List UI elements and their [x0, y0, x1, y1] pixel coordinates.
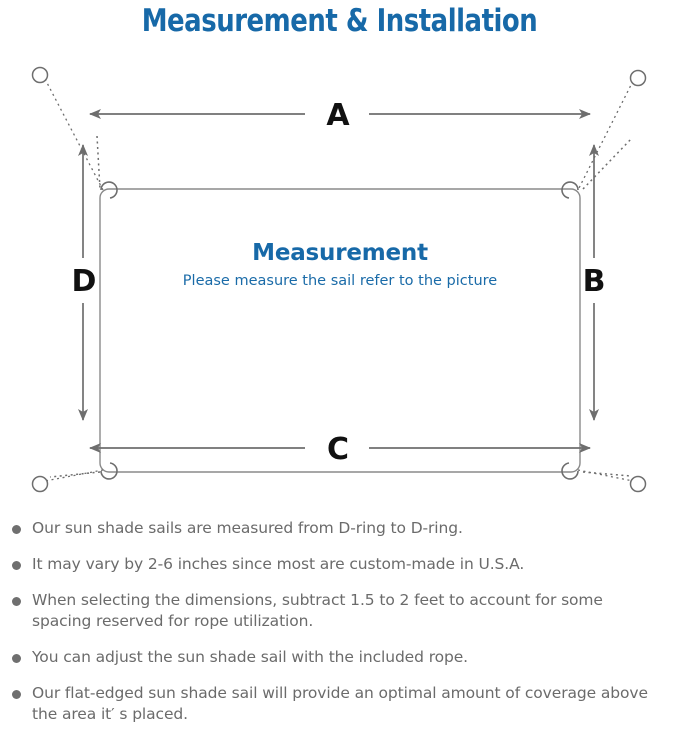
page-title: Measurement & Installation — [141, 3, 538, 39]
bullet-icon — [12, 654, 21, 663]
note-text: Our flat-edged sun shade sail will provi… — [32, 684, 648, 723]
dimension-label-c: C — [327, 432, 349, 467]
list-item: You can adjust the sun shade sail with t… — [0, 647, 679, 668]
rope-top-right — [582, 137, 633, 190]
note-text: When selecting the dimensions, subtract … — [32, 591, 603, 630]
sun-shade-sail-measurement-diagram: A C D B — [31, 66, 647, 493]
rope-bottom-right — [582, 471, 632, 477]
note-text: Our sun shade sails are measured from D-… — [32, 519, 463, 537]
list-item: When selecting the dimensions, subtract … — [0, 590, 679, 632]
sail-body — [99, 188, 581, 473]
rope-run-bottom-left — [44, 469, 104, 482]
list-item: It may vary by 2-6 inches since most are… — [0, 554, 679, 575]
anchor-top-left — [31, 66, 49, 84]
anchor-bottom-right — [629, 475, 647, 493]
anchor-top-right — [629, 69, 647, 87]
d-ring-bottom-right — [561, 462, 579, 480]
note-text: It may vary by 2-6 inches since most are… — [32, 555, 525, 573]
notes-list: Our sun shade sails are measured from D-… — [0, 518, 679, 740]
list-item: Our sun shade sails are measured from D-… — [0, 518, 679, 539]
anchor-bottom-left — [31, 475, 49, 493]
bullet-icon — [12, 597, 21, 606]
dimension-label-b: B — [583, 264, 606, 299]
rope-run-bottom-right — [577, 469, 634, 482]
note-text: You can adjust the sun shade sail with t… — [32, 648, 469, 666]
d-ring-bottom-left — [100, 462, 118, 480]
bullet-icon — [12, 525, 21, 534]
d-ring-top-left — [100, 181, 118, 199]
rope-run-top-right — [577, 80, 634, 191]
rope-bottom-left — [49, 471, 101, 478]
bullet-icon — [12, 690, 21, 699]
rope-top-left — [96, 135, 101, 190]
rope-run-top-left — [44, 78, 104, 191]
dimension-label-d: D — [72, 264, 97, 299]
dimension-label-a: A — [326, 98, 350, 133]
bullet-icon — [12, 561, 21, 570]
list-item: Our flat-edged sun shade sail will provi… — [0, 683, 679, 725]
d-ring-top-right — [561, 181, 579, 199]
